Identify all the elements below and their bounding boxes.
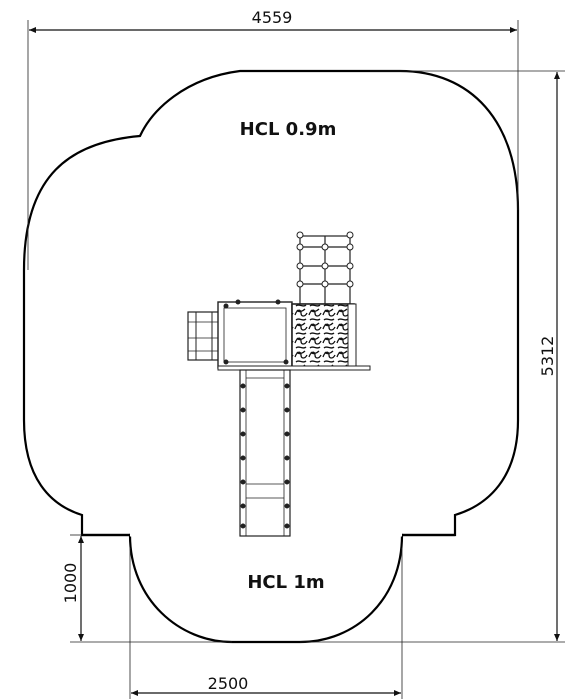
height-dimension-label: 5312 [538,336,557,377]
extension-depth-dimension: 1000 [61,534,232,643]
side-steps [187,311,221,361]
ladder-frame [296,231,354,305]
width-dimension-label: 4559 [252,8,293,27]
main-zone-label: HCL 0.9m [240,119,337,140]
extension-depth-label: 1000 [61,563,80,604]
climbing-wall [291,303,357,369]
main-platform [217,299,293,369]
height-dimension: 5312 [300,70,565,643]
slide [239,369,291,537]
width-dimension: 4559 [27,8,519,270]
extension-width-dimension: 2500 [129,548,403,699]
extension-zone-label: HCL 1m [247,572,324,593]
play-equipment [187,231,371,537]
extension-width-label: 2500 [208,674,249,693]
platform-edge [217,365,371,371]
